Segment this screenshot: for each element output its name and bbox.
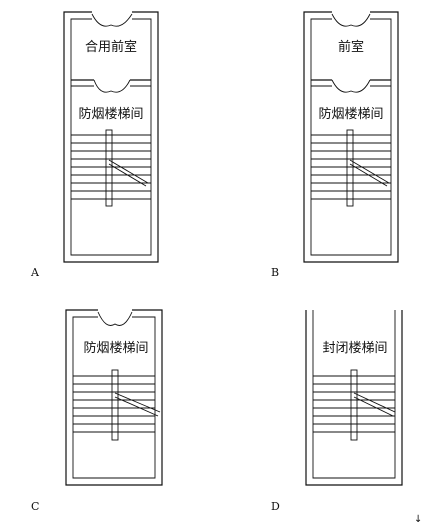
stair-treads <box>73 375 155 433</box>
plan-letter: C <box>31 500 39 513</box>
corner-mark: ↓ <box>414 514 422 525</box>
room-label-anteroom: 前室 <box>338 39 364 55</box>
plan-letter: D <box>271 500 280 513</box>
plan-d: 封闭楼梯间 D <box>271 310 403 513</box>
door-arc <box>331 13 371 27</box>
door-arc <box>97 311 133 326</box>
room-label-stair: 防烟楼梯间 <box>83 340 148 356</box>
direction-arrow <box>349 159 390 184</box>
stair-treads <box>71 134 151 200</box>
plan-c: 防烟楼梯间 C <box>31 309 163 513</box>
room-label-stair: 封闭楼梯间 <box>322 341 387 356</box>
room-label-stair: 防烟楼梯间 <box>318 106 383 122</box>
stair-well <box>350 369 358 441</box>
plan-letter: B <box>271 266 279 279</box>
stair-well <box>346 129 354 207</box>
stair-well <box>111 369 119 441</box>
plan-a: 合用前室 防烟楼梯间 A <box>30 11 159 279</box>
direction-arrow <box>114 392 161 413</box>
plan-letter: A <box>30 266 40 279</box>
room-label-anteroom: 合用前室 <box>85 39 137 55</box>
direction-arrow <box>108 159 149 184</box>
door-arc <box>331 79 371 93</box>
stair-treads <box>313 375 395 433</box>
door-arc <box>91 13 133 27</box>
door-arc <box>93 79 131 93</box>
stair-treads <box>311 134 391 200</box>
direction-arrow <box>353 392 396 413</box>
room-label-stair: 防烟楼梯间 <box>78 106 143 122</box>
stair-well <box>105 129 113 207</box>
plan-b: 前室 防烟楼梯间 B <box>271 11 399 279</box>
